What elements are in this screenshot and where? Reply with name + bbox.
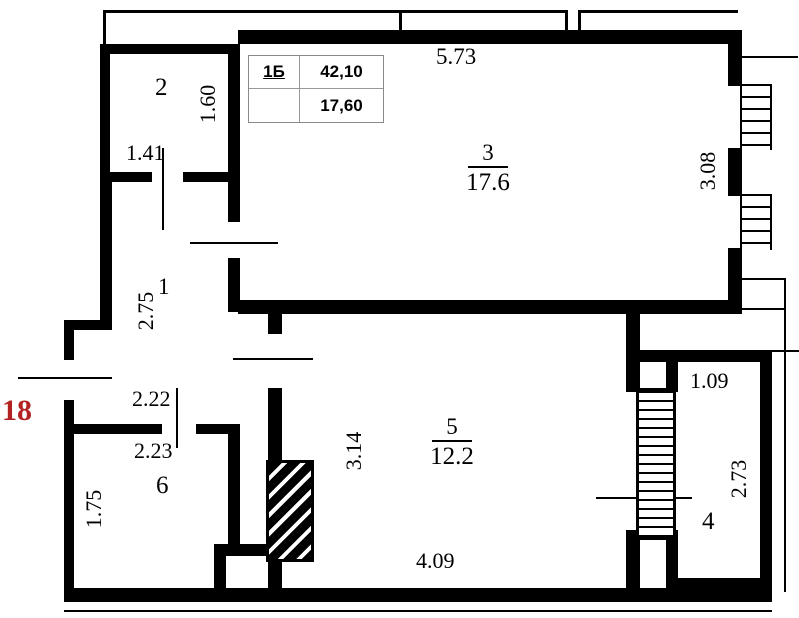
wall [268,300,282,334]
room-6-number: 6 [156,472,169,499]
dim-room1-width: 2.22 [132,386,171,411]
wall [196,424,240,434]
balcony-window [636,388,676,540]
dim-room1-length: 2.75 [133,291,158,331]
room-4-number: 4 [702,508,715,535]
wall [666,362,678,392]
room-1-number: 1 [158,274,170,299]
dim-room5-height: 3.14 [341,431,366,471]
dim-room3-width: 5.73 [436,44,477,69]
dim-room2-height: 1.60 [195,84,220,124]
wall [640,350,772,362]
wall [214,544,282,556]
room-2-number: 2 [155,74,168,101]
wall [100,44,238,54]
total-area-cell: 42,10 [300,56,383,89]
room-3-number: 3 [468,140,508,169]
wall [228,258,240,312]
info-table: 1Б 42,10 17,60 [248,55,384,123]
wall [728,30,742,86]
room-3-area: 17.6 [466,169,510,197]
balcony-railing-line [784,278,786,592]
entrance-door-opening [18,377,112,379]
wall [214,544,226,602]
dim-room2-width: 1.41 [126,140,165,165]
dim-room6-width: 2.23 [134,438,173,463]
outer-contour-line [103,10,106,46]
neighbor-balcony-line [742,278,786,280]
wall [64,320,74,360]
door-opening [176,388,178,448]
dim-room4-height: 2.73 [726,459,751,499]
wall [760,350,772,592]
wall [100,172,112,330]
neighbor-balcony-line [742,56,798,58]
dim-room3-height: 3.08 [695,151,720,191]
room-5-area: 12.2 [430,443,474,471]
wall [728,148,742,196]
room-5-number: 5 [432,414,472,443]
apartment-number: 18 [2,394,32,427]
unit-type-cell: 1Б [249,56,300,89]
window [740,84,772,150]
door-opening [190,242,278,244]
outer-contour-line [578,10,581,32]
wall [64,400,74,602]
wall [100,44,110,184]
outer-contour-line [399,10,402,32]
wall [228,424,240,556]
wall [238,30,738,44]
window [740,194,772,250]
dim-room4-width: 1.09 [690,368,729,393]
wall [64,320,112,330]
door-opening [162,148,164,230]
dim-room6-height: 1.75 [81,489,106,529]
empty-cell [249,89,300,122]
wall [728,248,742,312]
door-opening [233,358,313,360]
wall [64,588,772,602]
neighbor-balcony-line [772,350,799,352]
outer-contour-line [578,10,738,13]
outer-contour-line [64,610,772,612]
outer-contour-line [565,10,568,32]
wall [666,578,772,592]
wall [626,312,640,392]
room-5-number-area: 5 12.2 [412,414,492,472]
wall [100,172,152,182]
wall [228,44,240,222]
outer-contour-line [105,10,567,13]
dim-room5-width: 4.09 [416,548,455,573]
neighbor-balcony-line [742,308,784,310]
wall [64,424,162,434]
wall [238,300,742,314]
wall [183,172,238,182]
room-3-number-area: 3 17.6 [450,140,526,198]
wall [626,530,640,602]
wall [666,530,678,592]
living-area-cell: 17,60 [320,95,363,115]
ventilation-shaft [266,460,314,562]
